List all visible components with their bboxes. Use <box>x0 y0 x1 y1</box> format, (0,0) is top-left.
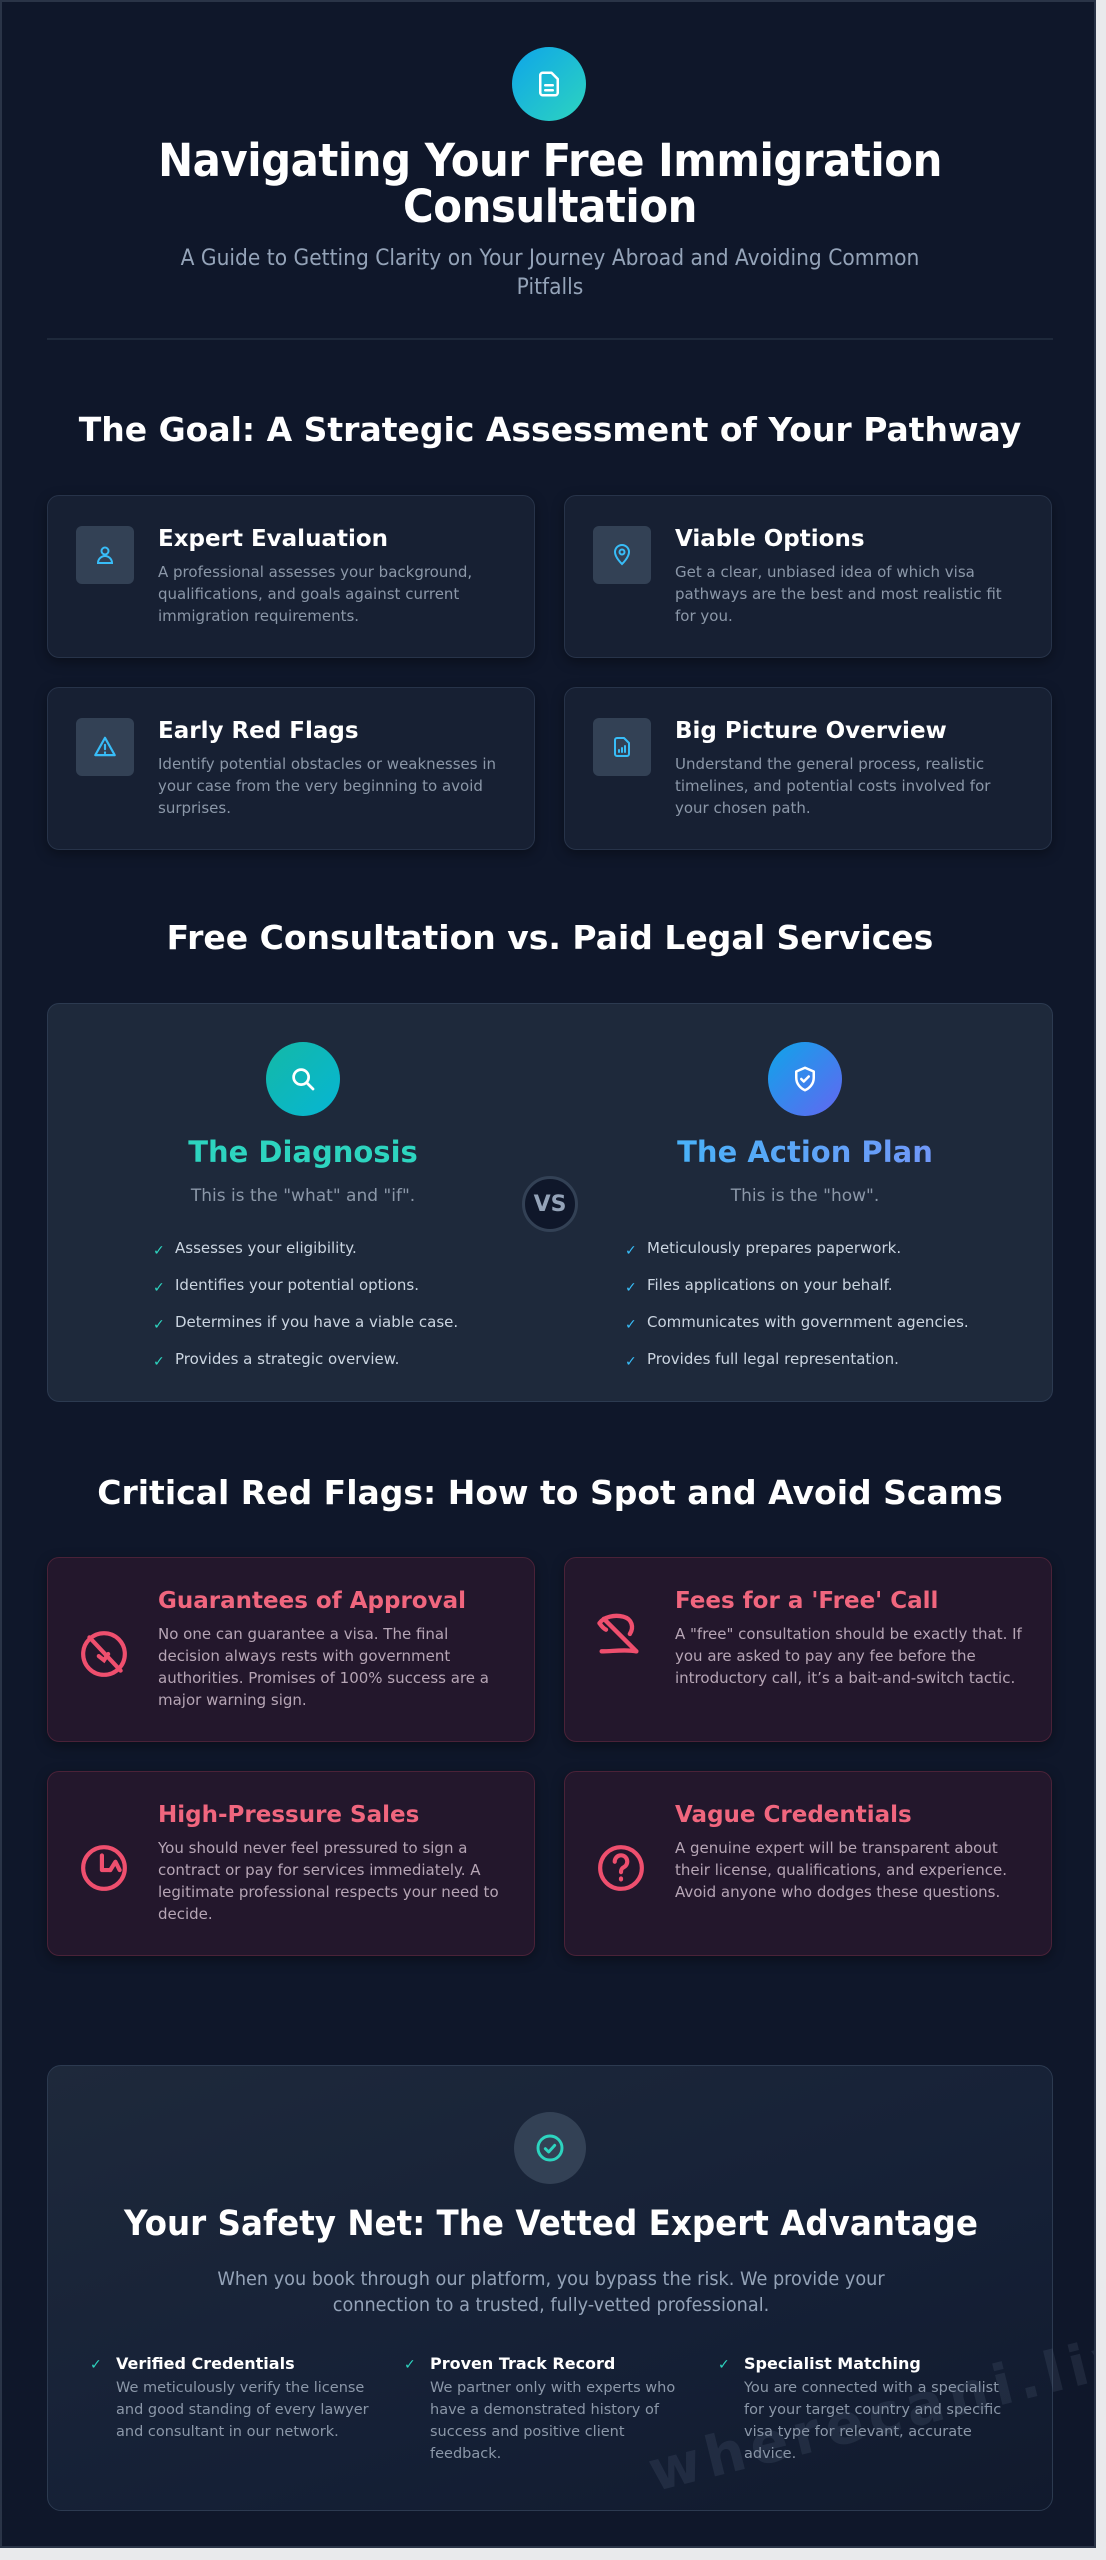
red-flag-title: Vague Credentials <box>675 1802 912 1828</box>
compare-section-title: Free Consultation vs. Paid Legal Service… <box>166 918 934 957</box>
red-flag-title: Guarantees of Approval <box>158 1588 466 1614</box>
warning-triangle-icon <box>76 718 134 776</box>
check-icon: ✓ <box>153 1242 165 1259</box>
action-plan-list: ✓Meticulously prepares paperwork. ✓Files… <box>625 1229 969 1377</box>
red-flag-card-vague-credentials: Vague Credentials A genuine expert will … <box>564 1771 1052 1956</box>
red-flag-desc: A genuine expert will be transparent abo… <box>675 1839 1008 1901</box>
document-icon <box>512 47 586 121</box>
vs-badge: VS <box>522 1176 578 1232</box>
list-item: ✓Provides full legal representation. <box>625 1349 899 1370</box>
red-flag-card-high-pressure: High-Pressure Sales You should never fee… <box>47 1771 535 1956</box>
goal-card-desc: Identify potential obstacles or weakness… <box>158 755 497 817</box>
goal-card-desc: A professional assesses your background,… <box>158 563 473 625</box>
benefit-title: Proven Track Record <box>430 2354 616 2373</box>
benefit-desc: You are connected with a specialist for … <box>744 2380 1002 2462</box>
goal-card-title: Early Red Flags <box>158 718 359 744</box>
list-item: ✓Meticulously prepares paperwork. <box>625 1238 902 1259</box>
search-icon <box>266 1042 340 1116</box>
red-flag-card-guarantees: Guarantees of Approval No one can guaran… <box>47 1557 535 1742</box>
red-flag-title: High-Pressure Sales <box>158 1802 420 1828</box>
action-plan-subtitle: This is the "how". <box>730 1186 880 1206</box>
safety-net-panel: Your Safety Net: The Vetted Expert Advan… <box>47 2065 1053 2511</box>
map-pin-icon <box>593 526 651 584</box>
goal-card-big-picture: Big Picture Overview Understand the gene… <box>564 687 1052 850</box>
list-item: ✓Communicates with government agencies. <box>625 1312 969 1333</box>
check-circle-icon <box>514 2112 586 2184</box>
benefit-title: Specialist Matching <box>744 2354 921 2373</box>
goal-card-expert-evaluation: Expert Evaluation A professional assesse… <box>47 495 535 658</box>
red-flags-section-title: Critical Red Flags: How to Spot and Avoi… <box>97 1473 1003 1512</box>
goal-card-desc: Get a clear, unbiased idea of which visa… <box>675 563 1002 625</box>
comparison-panel: The Diagnosis This is the "what" and "if… <box>47 1003 1053 1402</box>
goal-card-early-red-flags: Early Red Flags Identify potential obsta… <box>47 687 535 850</box>
check-icon: ✓ <box>625 1279 637 1296</box>
check-icon: ✓ <box>153 1279 165 1296</box>
clock-pressure-icon <box>78 1842 130 1894</box>
benefit-desc: We meticulously verify the license and g… <box>116 2380 369 2440</box>
page-title: Navigating Your Free Immigration Consult… <box>158 134 942 233</box>
list-item: ✓Identifies your potential options. <box>153 1275 419 1296</box>
check-icon: ✓ <box>153 1316 165 1333</box>
no-fee-icon <box>593 1608 645 1660</box>
file-chart-icon <box>593 718 651 776</box>
shield-check-icon <box>768 1042 842 1116</box>
goal-section-title: The Goal: A Strategic Assessment of Your… <box>78 410 1022 449</box>
check-icon: ✓ <box>625 1316 637 1333</box>
red-flag-desc: You should never feel pressured to sign … <box>158 1839 499 1923</box>
diagnosis-title: The Diagnosis <box>188 1135 418 1169</box>
check-icon: ✓ <box>718 2357 730 2373</box>
safety-net-title: Your Safety Net: The Vetted Expert Advan… <box>124 2204 978 2244</box>
list-item: ✓Determines if you have a viable case. <box>153 1312 459 1333</box>
check-icon: ✓ <box>404 2357 416 2373</box>
goal-card-title: Expert Evaluation <box>158 526 389 552</box>
red-flag-title: Fees for a 'Free' Call <box>675 1588 939 1614</box>
red-flag-card-fees: Fees for a 'Free' Call A "free" consulta… <box>564 1557 1052 1742</box>
check-icon: ✓ <box>153 1353 165 1370</box>
action-plan-title: The Action Plan <box>565 1134 1045 1170</box>
question-circle-icon <box>595 1842 647 1894</box>
check-icon: ✓ <box>90 2357 102 2373</box>
list-item: ✓Provides a strategic overview. <box>153 1349 400 1370</box>
check-icon: ✓ <box>625 1242 637 1259</box>
list-item: ✓Assesses your eligibility. <box>153 1238 357 1259</box>
goal-card-title: Viable Options <box>675 526 865 552</box>
red-flag-desc: A "free" consultation should be exactly … <box>675 1625 1022 1687</box>
diagnosis-subtitle: This is the "what" and "if". <box>190 1186 416 1206</box>
benefit-desc: We partner only with experts who have a … <box>430 2380 676 2462</box>
page-subtitle: A Guide to Getting Clarity on Your Journ… <box>180 246 920 300</box>
goal-card-desc: Understand the general process, realisti… <box>675 755 991 817</box>
goal-card-title: Big Picture Overview <box>675 718 947 744</box>
action-plan-column: The Action Plan This is the "how". ✓Meti… <box>565 1004 1045 1403</box>
no-guarantee-icon <box>78 1628 130 1680</box>
diagnosis-list: ✓Assesses your eligibility. ✓Identifies … <box>153 1229 458 1377</box>
goal-card-viable-options: Viable Options Get a clear, unbiased ide… <box>564 495 1052 658</box>
benefit-title: Verified Credentials <box>116 2354 295 2373</box>
header-divider <box>47 338 1053 340</box>
user-icon <box>76 526 134 584</box>
list-item: ✓Files applications on your behalf. <box>625 1275 893 1296</box>
safety-net-subtitle: When you book through our platform, you … <box>217 2268 885 2316</box>
red-flag-desc: No one can guarantee a visa. The final d… <box>158 1625 489 1709</box>
diagnosis-column: The Diagnosis This is the "what" and "if… <box>63 1004 543 1403</box>
check-icon: ✓ <box>625 1353 637 1370</box>
